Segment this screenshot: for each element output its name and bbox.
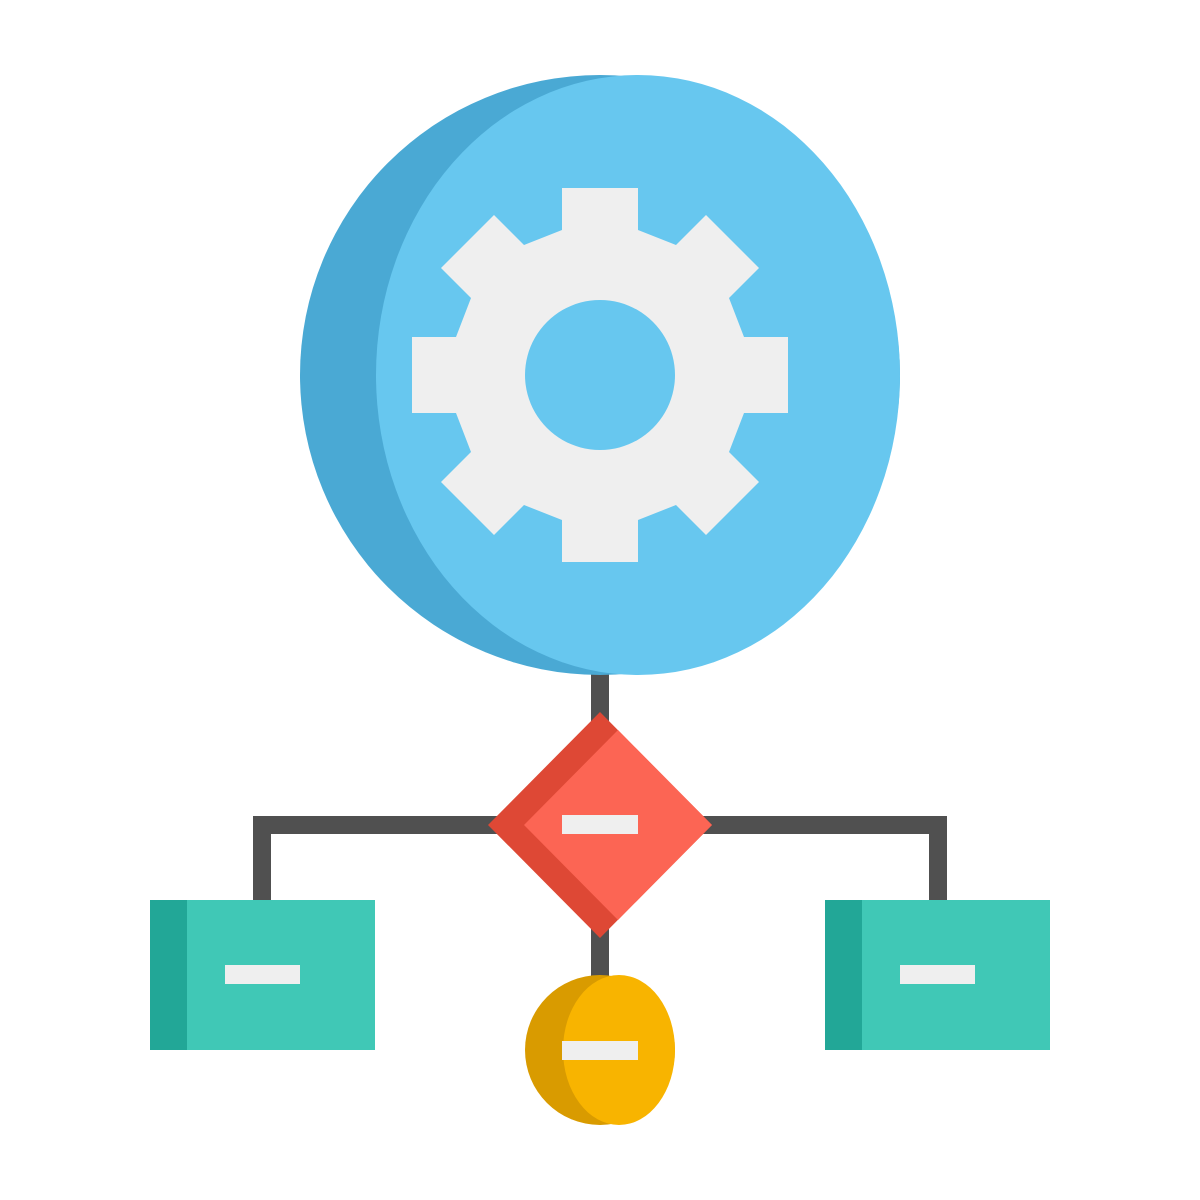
settings-circle-face xyxy=(376,75,900,675)
terminal-circle xyxy=(525,975,675,1125)
process-box-left xyxy=(150,900,375,1050)
decision-label-bar xyxy=(562,815,638,834)
connector-diamond-to-left-box xyxy=(253,816,500,902)
process-box-right xyxy=(825,900,1050,1050)
process-box-right-label-bar xyxy=(900,965,975,984)
decision-diamond xyxy=(488,712,712,938)
process-box-left-label-bar xyxy=(225,965,300,984)
connector-diamond-to-right-box xyxy=(700,816,947,902)
terminal-label-bar xyxy=(562,1041,638,1060)
gear-icon xyxy=(412,188,788,562)
settings-circle xyxy=(300,75,900,675)
